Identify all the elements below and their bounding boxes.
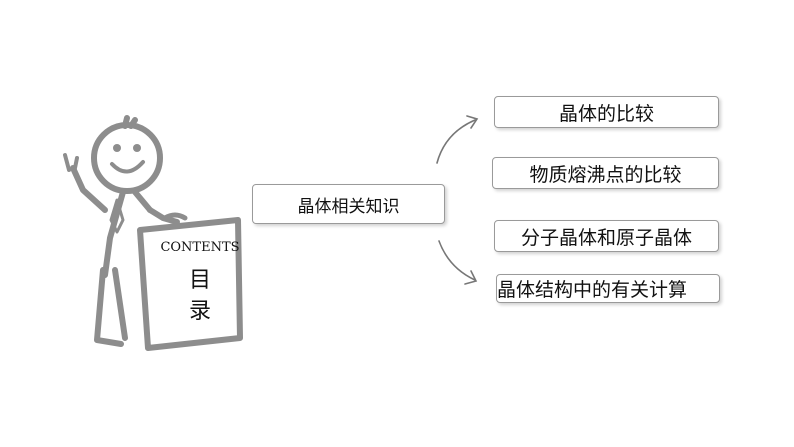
figure-left-eye — [113, 144, 121, 152]
topic-item-3[interactable]: 分子晶体和原子晶体 — [494, 220, 719, 252]
arrow-down-icon — [438, 240, 476, 281]
topic-item-label: 物质熔沸点的比较 — [529, 163, 682, 186]
topic-item-label: 晶体结构中的有关计算 — [497, 279, 688, 301]
stick-figure-illustration: CONTENTS 目 录 — [55, 110, 255, 360]
topic-item-1[interactable]: 晶体的比较 — [494, 96, 719, 128]
figure-head — [91, 122, 163, 194]
topic-box[interactable]: 晶体相关知识 — [252, 184, 445, 224]
topic-item-label: 晶体的比较 — [558, 102, 654, 125]
topic-label: 晶体相关知识 — [297, 196, 400, 217]
arrow-up-icon — [436, 119, 476, 164]
topic-item-label: 分子晶体和原子晶体 — [520, 226, 692, 249]
sign-title-line2: 录 — [188, 299, 211, 324]
contents-sign — [137, 217, 243, 351]
branch-arrows — [436, 115, 479, 285]
figure-right-eye — [133, 144, 141, 152]
topic-item-4[interactable]: 晶体结构中的有关计算 — [496, 274, 720, 303]
topic-item-2[interactable]: 物质熔沸点的比较 — [492, 157, 719, 189]
sign-title-line1: 目 — [188, 268, 211, 293]
sign-heading: CONTENTS — [160, 240, 240, 255]
stick-figure-drawing — [63, 115, 243, 351]
